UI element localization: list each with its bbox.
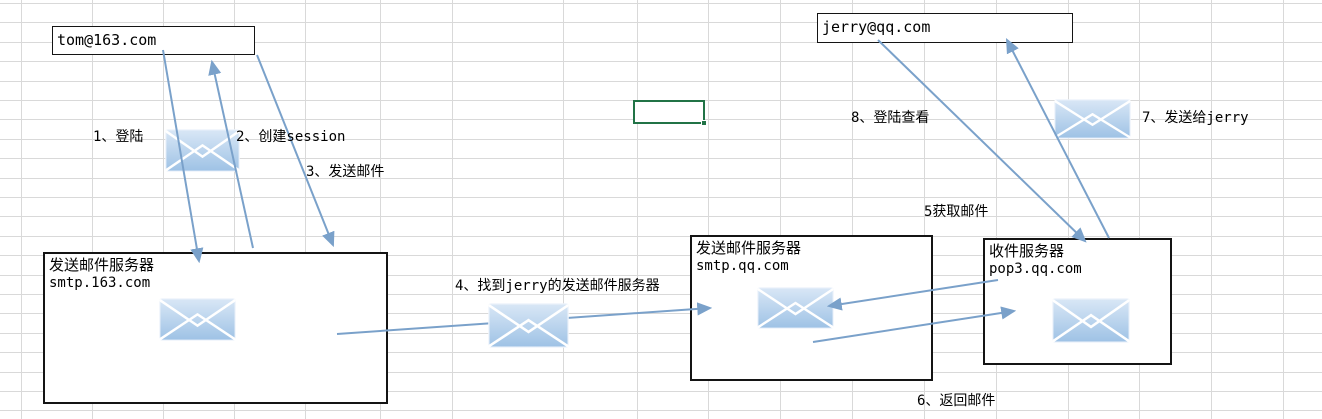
mailbox-tom-box[interactable]: tom@163.com	[52, 26, 255, 55]
step-label-fetch-mail[interactable]: 5获取邮件	[924, 204, 989, 220]
step-label-login-view[interactable]: 8、登陆查看	[851, 110, 930, 126]
fill-handle[interactable]	[701, 120, 707, 126]
server-smtpqq-host: smtp.qq.com	[696, 258, 789, 274]
step-label-find-server[interactable]: 4、找到jerry的发送邮件服务器	[455, 278, 660, 294]
server-smtpqq-title: 发送邮件服务器	[696, 239, 802, 257]
envelope-icon-relay[interactable]	[488, 303, 569, 348]
arrow-create-session[interactable]	[208, 59, 254, 249]
mailbox-jerry-label: jerry@qq.com	[822, 18, 931, 36]
server-smtp163-title: 发送邮件服务器	[49, 256, 155, 274]
step-label-send-mail[interactable]: 3、发送邮件	[306, 164, 385, 180]
step-label-login[interactable]: 1、登陆	[93, 129, 144, 145]
selected-cell[interactable]	[633, 100, 707, 126]
arrow-login-view[interactable]	[877, 39, 1087, 243]
step-label-create-session[interactable]: 2、创建session	[236, 129, 346, 145]
mailbox-jerry-box[interactable]: jerry@qq.com	[817, 13, 1073, 43]
step-label-deliver-to-jerry[interactable]: 7、发送给jerry	[1142, 110, 1249, 126]
server-pop3qq-host: pop3.qq.com	[989, 261, 1082, 277]
arrow-return-mail[interactable]	[812, 306, 1017, 343]
server-pop3qq-title: 收件服务器	[989, 242, 1065, 260]
arrow-send-mail[interactable]	[256, 54, 335, 248]
arrow-fetch-mail[interactable]	[826, 279, 999, 311]
arrow-login[interactable]	[162, 49, 204, 264]
step-label-return-mail[interactable]: 6、返回邮件	[917, 393, 996, 409]
mailbox-tom-label: tom@163.com	[57, 31, 157, 49]
arrow-deliver-to-jerry[interactable]	[1005, 37, 1110, 239]
server-smtp163-host: smtp.163.com	[49, 275, 151, 291]
